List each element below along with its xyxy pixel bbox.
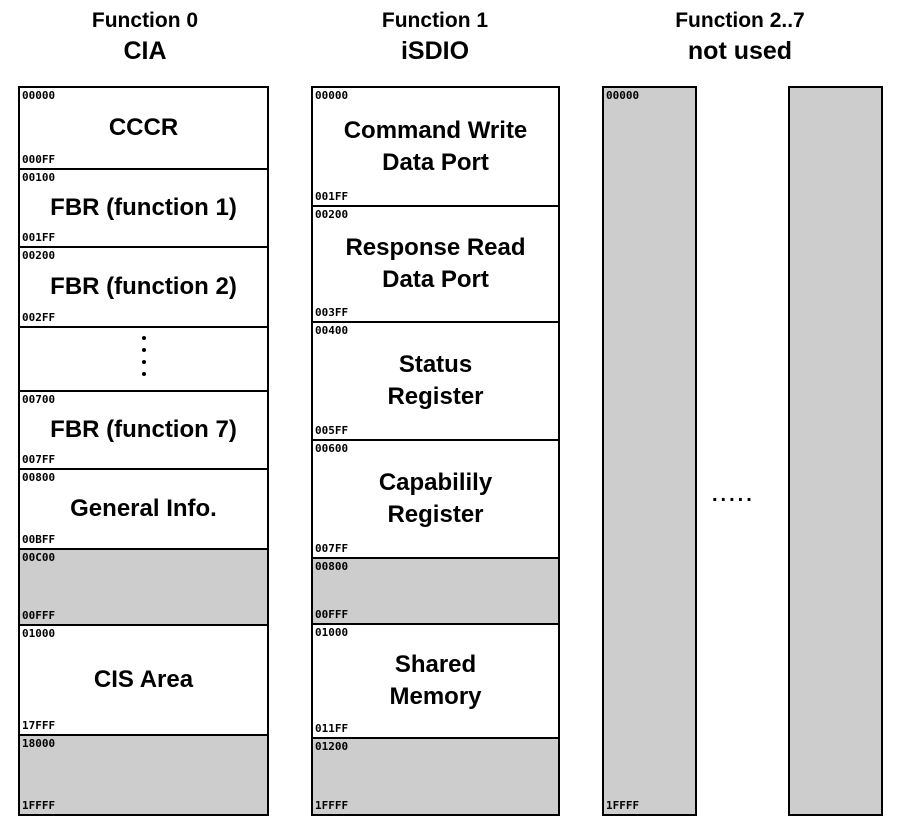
cap-end-address: 007FF: [315, 542, 349, 555]
resp-label-line2: Data Port: [382, 266, 489, 293]
resp-start-address: 00200: [315, 208, 349, 221]
cmd-label-line1: Command Write: [343, 116, 528, 144]
fbr7-end-address: 007FF: [22, 453, 56, 466]
function-1-subtitle: iSDIO: [400, 37, 470, 65]
general-info-end-address: 00BFF: [22, 533, 56, 546]
f1-reserved2-end-address: 1FFFF: [315, 799, 349, 812]
status-start-address: 00400: [315, 324, 349, 337]
function-0-header: Function 0 CIA: [20, 8, 270, 68]
f0-reserved2-end-address: 1FFFF: [22, 799, 56, 812]
shared-start-address: 01000: [315, 626, 349, 639]
fbr1-label: FBR (function 1): [50, 194, 237, 221]
horizontal-ellipsis: .....: [712, 484, 755, 506]
fbr1-end-address: 001FF: [22, 231, 56, 244]
cmd-start-address: 00000: [315, 89, 349, 102]
cis-start-address: 01000: [22, 627, 56, 640]
f7-unused-block: [790, 88, 881, 814]
fbr2-end-address: 002FF: [22, 311, 56, 324]
cccr-label: CCCR: [108, 114, 179, 141]
fbr2-start-address: 00200: [22, 249, 56, 262]
ellipsis-dot: [141, 336, 146, 340]
function-0-memory-map: 00000 CCCR 000FF 00100 FBR (function 1) …: [18, 86, 269, 816]
cccr-start-address: 00000: [22, 89, 56, 102]
cap-label-line1: Capabilily: [378, 469, 493, 496]
f1-reserved1-end-address: 00FFF: [315, 608, 349, 621]
cmd-end-address: 001FF: [315, 190, 349, 203]
ellipsis-dot: [141, 348, 146, 352]
function-0-title: Function 0: [91, 9, 199, 32]
general-info-block: 00800 General Info. 00BFF: [20, 468, 267, 548]
cccr-end-address: 000FF: [22, 153, 56, 166]
general-info-start-address: 00800: [22, 471, 56, 484]
cis-area-block: 01000 CIS Area 17FFF: [20, 624, 267, 734]
function-2-7-header: Function 2..7 not used: [610, 8, 870, 68]
fbr7-label: FBR (function 7): [50, 416, 237, 443]
resp-label-line1: Response Read: [345, 234, 526, 261]
shared-label-line2: Memory: [389, 683, 482, 710]
ellipsis-dot: [141, 372, 146, 376]
f0-reserved-block-1: 00C00 00FFF: [20, 548, 267, 624]
cccr-block: 00000 CCCR 000FF: [20, 88, 267, 168]
f1-reserved-block-1: 00800 00FFF: [313, 557, 558, 623]
cmd-label-line2: Data Port: [382, 148, 489, 176]
cis-label: CIS Area: [93, 666, 194, 693]
status-end-address: 005FF: [315, 424, 349, 437]
function-2-7-title: Function 2..7: [675, 9, 805, 32]
fbr-ellipsis-block: [20, 326, 267, 390]
fbr-function-2-block: 00200 FBR (function 2) 002FF: [20, 246, 267, 326]
cis-end-address: 17FFF: [22, 719, 56, 732]
f2-start-address: 00000: [606, 89, 640, 102]
f1-reserved1-start-address: 00800: [315, 560, 349, 573]
fbr7-start-address: 00700: [22, 393, 56, 406]
f0-reserved2-start-address: 18000: [22, 737, 56, 750]
status-label-line2: Register: [387, 383, 484, 410]
fbr2-label: FBR (function 2): [50, 273, 237, 300]
function-2-memory-map: 00000 1FFFF: [602, 86, 697, 816]
fbr-function-1-block: 00100 FBR (function 1) 001FF: [20, 168, 267, 246]
f2-unused-block: 00000 1FFFF: [604, 88, 695, 814]
f1-reserved-block-2: 01200 1FFFF: [313, 737, 558, 814]
shared-end-address: 011FF: [315, 722, 349, 735]
fbr-function-7-block: 00700 FBR (function 7) 007FF: [20, 390, 267, 468]
f1-reserved2-start-address: 01200: [315, 740, 349, 753]
function-1-header: Function 1 iSDIO: [310, 8, 560, 68]
function-0-subtitle: CIA: [123, 37, 167, 65]
status-label-line1: Status: [398, 351, 473, 378]
shared-label-line1: Shared: [394, 651, 477, 678]
cap-start-address: 00600: [315, 442, 349, 455]
f0-reserved-block-2: 18000 1FFFF: [20, 734, 267, 814]
cap-label-line2: Register: [387, 501, 484, 528]
function-7-memory-map: [788, 86, 883, 816]
ellipsis-dot: [141, 360, 146, 364]
f0-reserved1-start-address: 00C00: [22, 551, 56, 564]
function-2-7-subtitle: not used: [687, 37, 793, 65]
resp-end-address: 003FF: [315, 306, 349, 319]
f0-reserved1-end-address: 00FFF: [22, 609, 56, 622]
f2-end-address: 1FFFF: [606, 799, 640, 812]
general-info-label: General Info.: [70, 495, 217, 522]
fbr1-start-address: 00100: [22, 171, 56, 184]
function-1-title: Function 1: [381, 9, 489, 32]
